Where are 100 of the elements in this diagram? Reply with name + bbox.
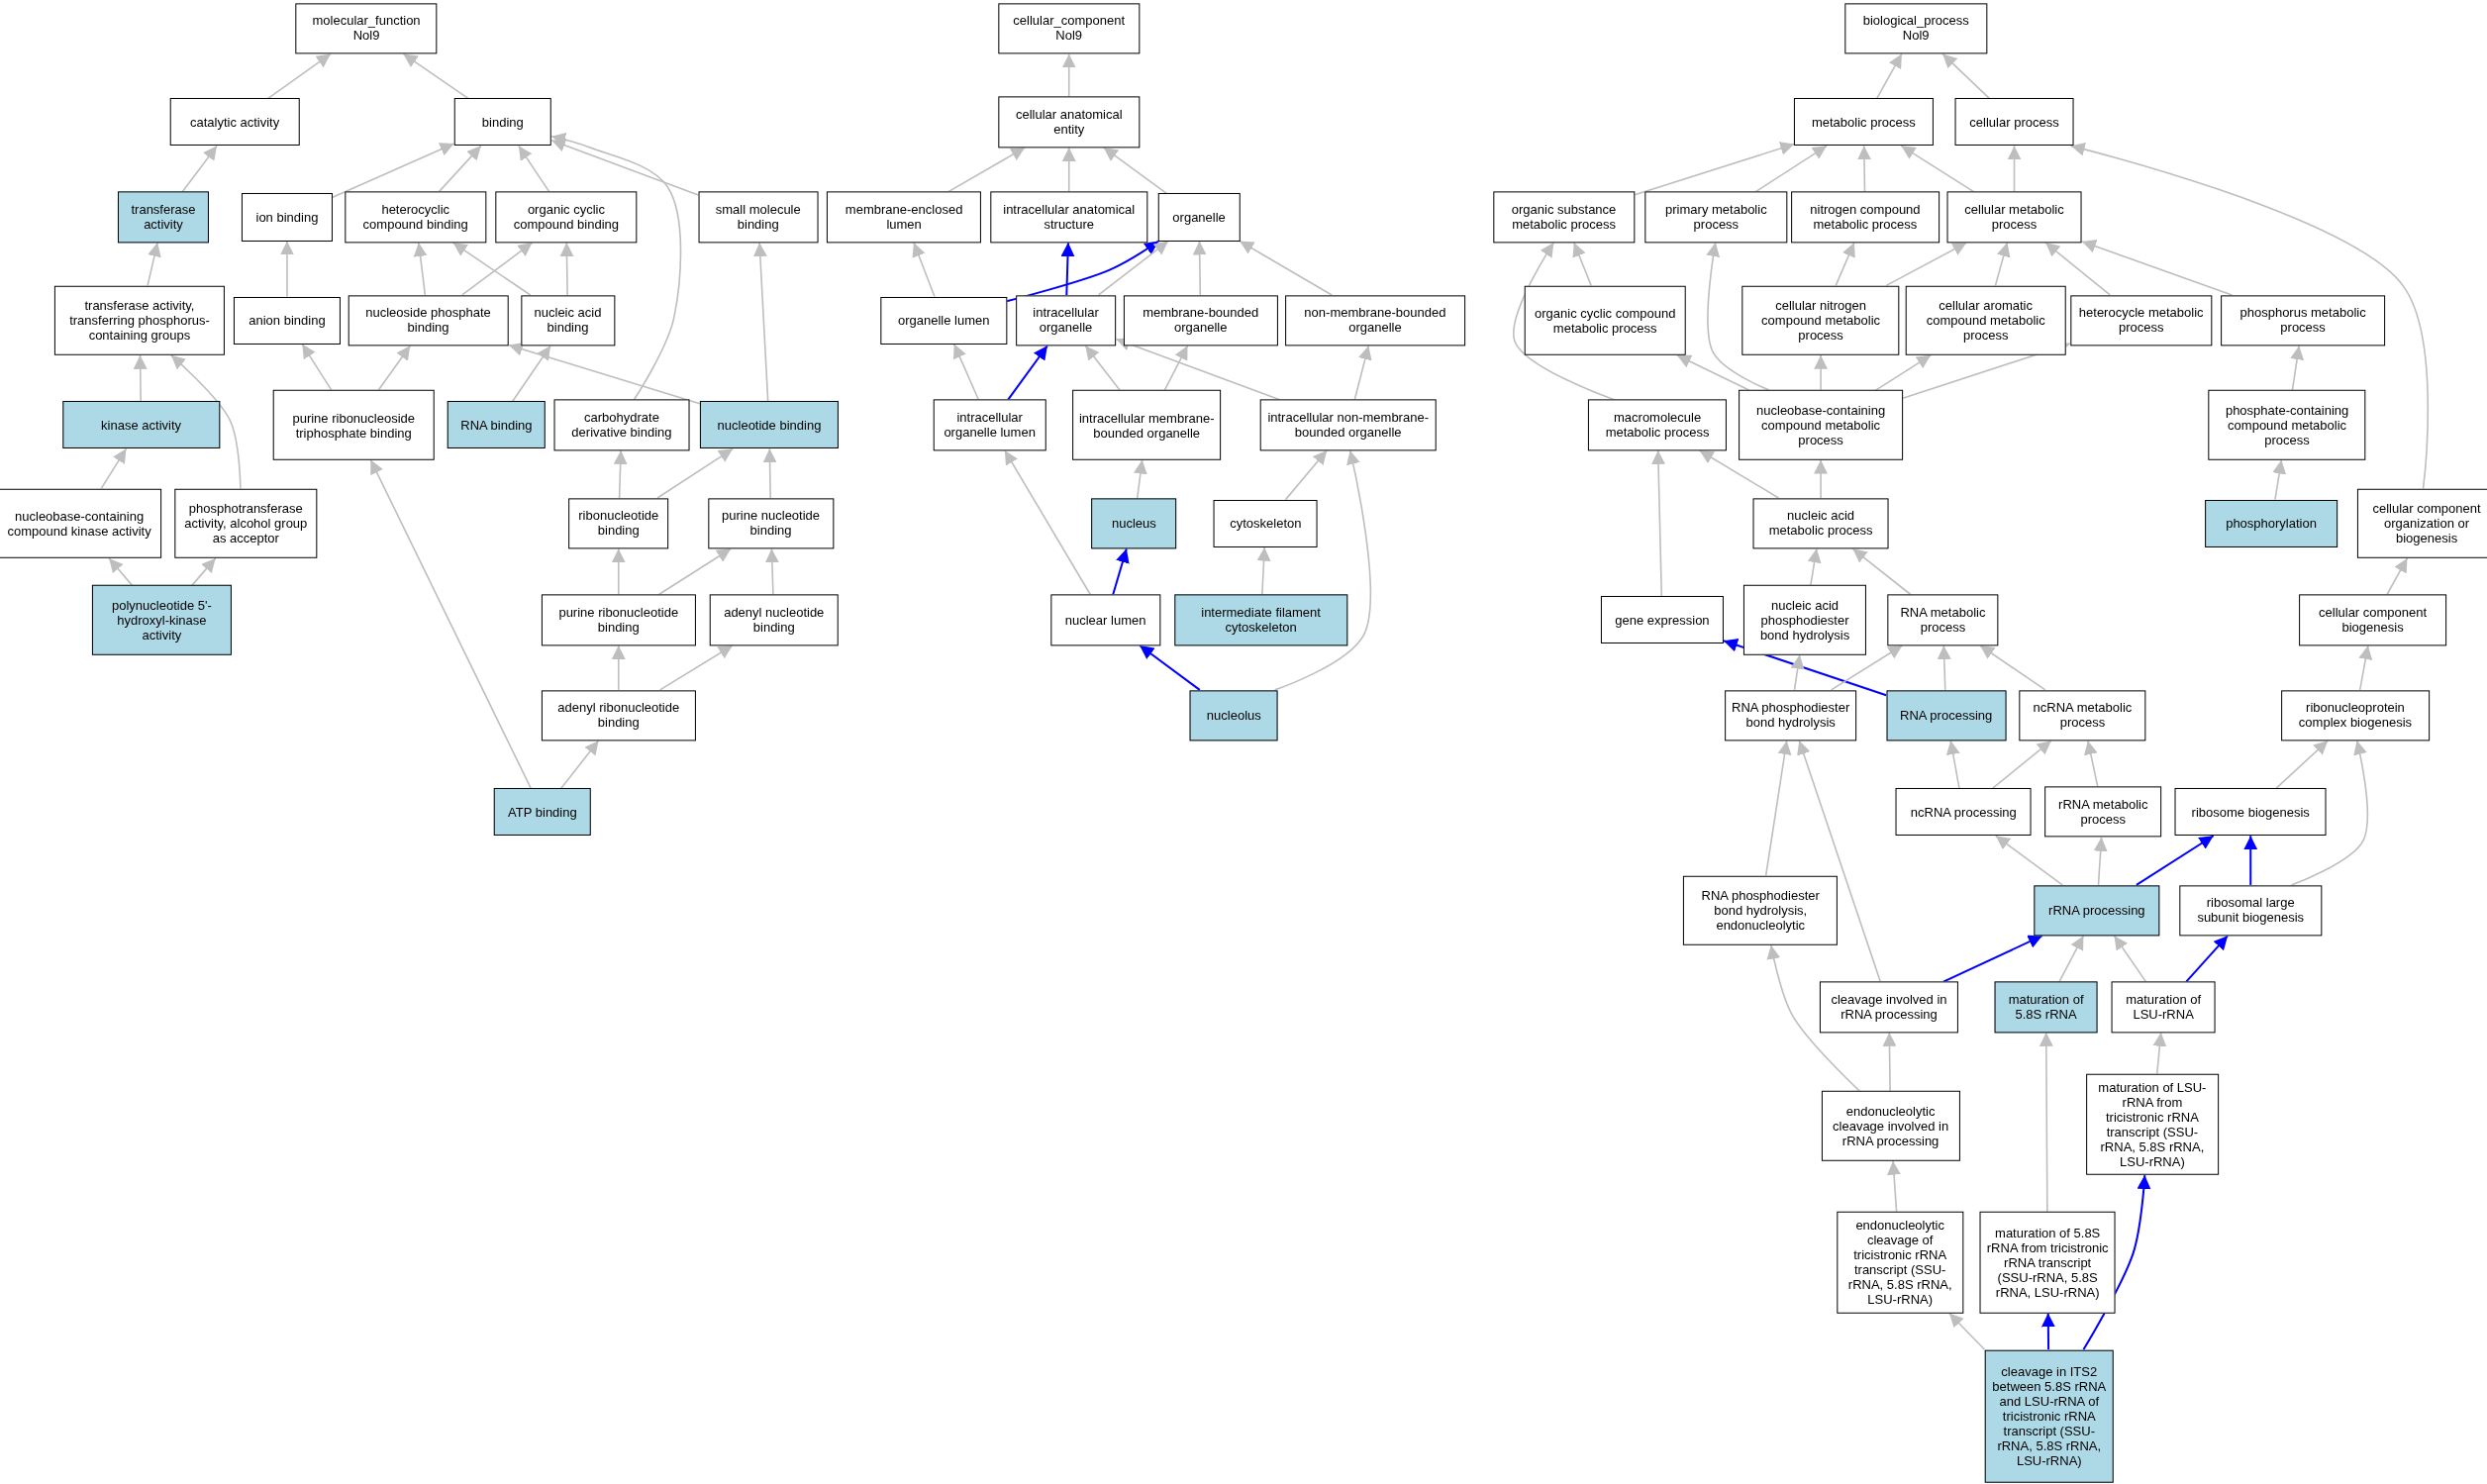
term-node: organelle lumen [880,296,1007,345]
term-node: cellular nitrogen compound metabolic process [1741,285,1900,355]
arrow [1139,644,1201,691]
term-node: nitrogen compound metabolic process [1791,191,1940,244]
arrow [1851,547,1912,596]
arrow [1857,145,1871,193]
arrow [191,557,217,586]
arrow [2358,644,2373,691]
arrow [1835,242,1855,287]
highlighted-term-node: rRNA processing [2034,884,2160,937]
term-node: purine ribonucleotide binding [541,594,696,645]
term-node: ion binding [241,193,333,242]
term-node: molecular_function Nol9 [295,3,438,54]
arrow [402,52,469,100]
term-node: purine nucleotide binding [707,498,835,549]
highlighted-term-node: intermediate filament cytoskeleton [1173,594,1348,645]
term-node: purine ribonucleoside triphosphate binding [272,390,435,460]
arrow [1115,337,1281,401]
arrow [2386,557,2409,596]
arrow [1353,345,1372,401]
highlighted-term-node: nucleus [1091,498,1177,549]
arrow [1992,740,2052,789]
arrow [2113,935,2147,983]
arrow [1797,740,1882,983]
arrow [1060,242,1075,296]
highlighted-term-node: transferase activity [117,191,210,244]
term-node: maturation of LSU-rRNA from tricistronic rRNA transcript (SSU-rRNA, 5.8S rRNA, LSU-rRNA) [2086,1073,2219,1176]
arrow [508,342,701,405]
term-node: metabolic process [1794,98,1934,147]
arrow [2185,935,2230,983]
arrow [1676,354,1750,391]
arrow [301,343,333,391]
arrow [332,143,455,198]
arrow [1766,944,1861,1092]
arrow [1830,644,1904,691]
term-node: cellular_component Nol9 [998,3,1141,54]
term-node: rRNA metabolic process [2044,786,2162,838]
arrow [2083,740,2099,788]
term-node: ncRNA metabolic process [2019,689,2146,742]
highlighted-term-node: cleavage in ITS2 between 5.8S rRNA and LSU-rRNA of tricistronic rRNA transcript (SSU-rRNA, 5.8S rRNA, LSU-rRNA) [1984,1349,2115,1483]
highlighted-term-node: polynucleotide 5'-hydroxyl-kinase activity [92,585,232,655]
term-node: intracellular organelle [1015,294,1117,346]
term-node: endonucleolytic cleavage of tricistronic rRNA transcript (SSU-rRNA, 5.8S rRNA, LSU-rRNA) [1837,1211,1963,1314]
term-node: membrane-enclosed lumen [827,191,982,244]
term-node: membrane-bounded organelle [1123,294,1278,346]
term-node: non-membrane-bounded organelle [1285,294,1465,346]
term-node: biological_process Nol9 [1844,3,1987,54]
arrow [1995,835,2063,886]
term-node: ribosome biogenesis [2174,788,2327,837]
arrow [1876,52,1903,100]
term-node: nucleic acid binding [520,294,616,346]
arrow [656,447,734,499]
arrow [100,447,128,490]
arrow [518,145,550,193]
arrow [1754,145,1828,193]
arrow [1239,240,1333,296]
term-node: small molecule binding [698,191,819,244]
arrow [1061,52,1076,98]
arrow [2044,242,2111,296]
arrow [1273,449,1372,691]
arrow [133,354,148,403]
term-node: ncRNA processing [1895,788,2032,837]
arrow [1097,240,1169,296]
arrow [1979,644,2046,691]
term-node: RNA phosphodiester bond hydrolysis, endonucleolytic [1683,875,1839,945]
arrow [413,242,428,296]
arrow [1112,547,1130,596]
highlighted-term-node: phosphorylation [2205,499,2338,547]
arrow [2069,143,2430,490]
arrow [1945,740,1960,789]
term-node: nucleic acid phosphodiester bond hydrolysis [1743,585,1867,655]
arrow [1256,545,1271,596]
term-node: intracellular non-membrane-bounded organelle [1259,399,1437,450]
arrow [1941,52,1991,100]
arrow [1513,242,1616,401]
arrow [560,740,600,789]
term-node: intracellular membrane-bounded organelle [1072,390,1222,460]
term-node: phosphate-containing compound metabolic process [2208,390,2366,460]
term-node: nucleic acid metabolic process [1752,498,1889,549]
arrow [1900,145,1975,193]
arrow [1698,449,1780,499]
term-node: organelle [1157,193,1241,242]
arrow [1994,242,2011,287]
term-node: cellular anatomical entity [998,96,1141,148]
arrow [611,644,626,691]
arrow [762,447,777,499]
arrow [512,345,551,403]
arrow [1814,458,1829,499]
arrow [658,644,734,691]
term-node: cellular component biogenesis [2298,594,2447,645]
term-node: anion binding [233,296,341,345]
highlighted-term-node: maturation of 5.8S rRNA [1994,981,2099,1033]
arrow [1084,345,1121,391]
arrow [147,242,161,287]
arrow [2275,740,2330,789]
term-node: RNA metabolic process [1887,594,1999,645]
arrow [1004,449,1092,596]
arrow [1937,644,1951,691]
term-node: nucleobase-containing compound kinase activity [0,488,161,558]
highlighted-term-node: nucleolus [1189,689,1278,742]
